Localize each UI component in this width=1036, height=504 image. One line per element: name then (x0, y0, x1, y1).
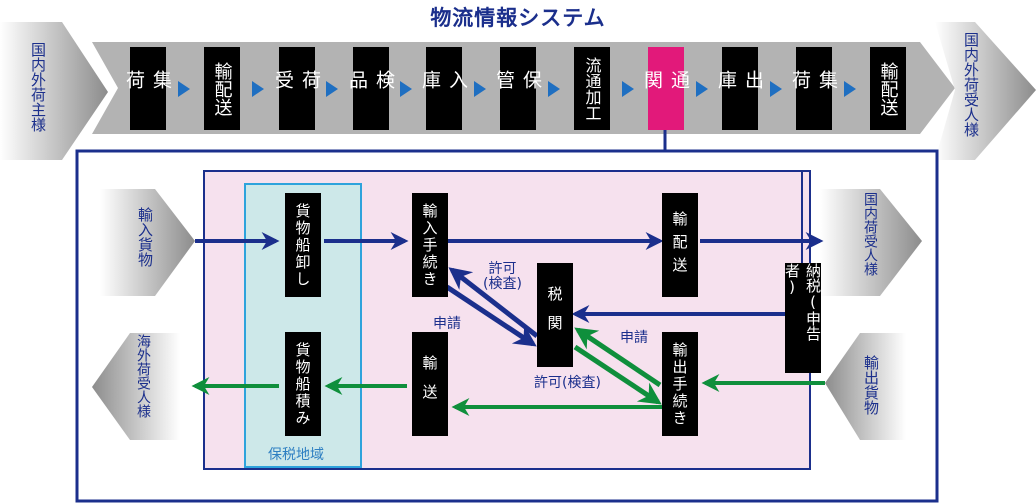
step-label: 出庫 (715, 70, 764, 107)
export-cargo-chevron (825, 333, 906, 440)
node-transport: 輸送 (412, 332, 448, 436)
node-import-procedure: 輸入手続き (412, 193, 448, 297)
arrow-import-apply (445, 284, 537, 347)
import-permit-line1: 許可 (488, 261, 517, 277)
step-arrow-icon (474, 81, 486, 97)
domestic-consignee-chevron (820, 189, 922, 296)
shipper-label: 国内外荷主様 (29, 42, 47, 132)
step-arrow-icon (178, 81, 190, 97)
step-yuhaiso-1[interactable]: 輸配送 (204, 47, 240, 130)
node-unloading: 貨物船卸し (285, 193, 321, 297)
step-yuhaiso-2[interactable]: 輸配送 (870, 47, 906, 130)
step-ryutsu-kako[interactable]: 流通加工 (574, 47, 610, 130)
step-hokan[interactable]: 保管 (493, 47, 542, 130)
step-label: 保管 (493, 70, 542, 107)
step-shuka-1[interactable]: 集荷 (123, 47, 172, 130)
step-label: 荷受 (272, 70, 321, 107)
shipper-chevron (0, 22, 108, 160)
consignee-label: 国内外荷受人様 (962, 32, 980, 137)
step-shuka-2[interactable]: 集荷 (789, 47, 838, 130)
step-arrow-icon (252, 81, 264, 97)
node-customs: 税関 (537, 263, 573, 367)
step-nyuko[interactable]: 入庫 (419, 47, 468, 130)
step-arrow-icon (400, 81, 412, 97)
export-apply-label: 申請 (620, 330, 648, 346)
node-delivery: 輸配送 (662, 193, 698, 297)
step-label: 輸配送 (211, 61, 233, 116)
overseas-consignee-chevron (92, 333, 180, 440)
step-arrow-icon (844, 81, 856, 97)
step-arrow-icon (622, 81, 634, 97)
step-arrow-icon (770, 81, 782, 97)
bonded-area-label: 保税地域 (268, 447, 324, 463)
step-arrow-icon (696, 81, 708, 97)
node-loading: 貨物船積み (285, 332, 321, 436)
step-label: 集荷 (123, 70, 172, 107)
import-permit-label: 許可 (検査) (483, 262, 522, 292)
overseas-consignee-label: 海外荷受人様 (135, 334, 151, 418)
step-shukko[interactable]: 出庫 (715, 47, 764, 130)
step-label: 流通加工 (582, 56, 602, 121)
consignee-chevron (935, 22, 1036, 160)
step-label: 集荷 (789, 70, 838, 107)
step-label: 通関 (641, 70, 690, 107)
arrow-customs-permit-export (573, 344, 662, 405)
arrow-export-apply (574, 327, 662, 388)
node-tax-payment: 納税(申告者) (783, 263, 822, 373)
step-kenpin[interactable]: 検品 (346, 47, 395, 130)
detail-frame (75, 149, 939, 503)
step-label: 検品 (346, 70, 395, 107)
step-label: 輸配送 (877, 61, 899, 116)
step-arrow-icon (326, 81, 338, 97)
import-cargo-label: 輸入貨物 (136, 207, 154, 267)
step-niuke[interactable]: 荷受 (272, 47, 321, 130)
export-cargo-label: 輸出貨物 (862, 355, 880, 415)
domestic-consignee-label: 国内荷受人様 (862, 192, 878, 276)
diagram-title: 物流情報システム (430, 6, 606, 30)
node-export-procedure: 輸出手続き (662, 332, 698, 436)
step-label: 入庫 (419, 70, 468, 107)
import-apply-label: 申請 (433, 316, 461, 332)
import-cargo-chevron (100, 189, 195, 296)
export-permit-label: 許可(検査) (534, 375, 601, 391)
step-tsukan[interactable]: 通関 (641, 47, 690, 130)
step-arrow-icon (548, 81, 560, 97)
import-permit-line2: (検査) (483, 276, 522, 292)
